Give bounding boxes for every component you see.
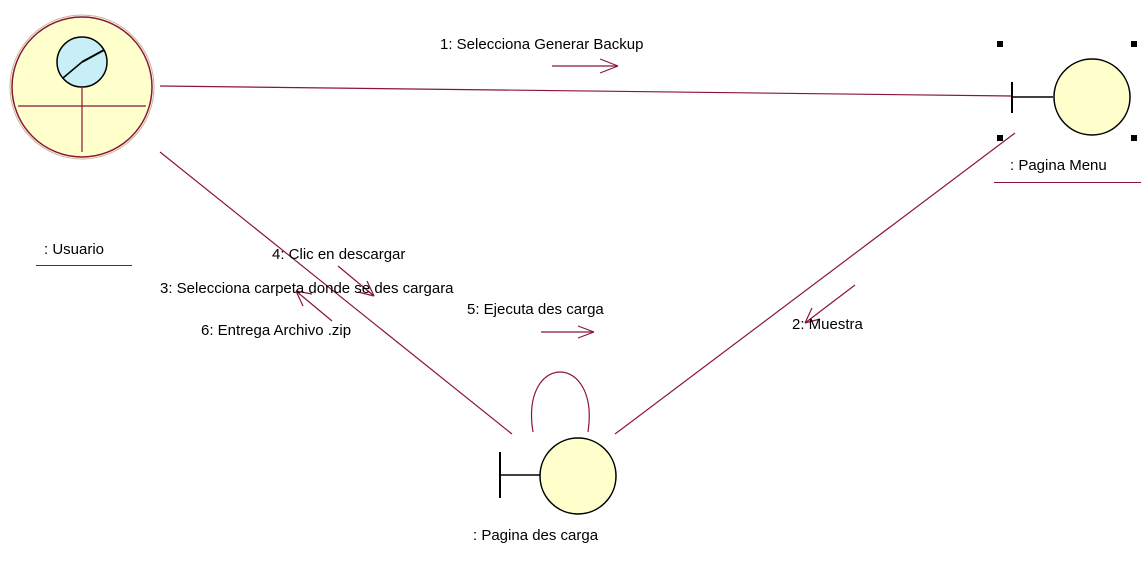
arrow-message-2: [804, 284, 856, 324]
arrow-message-4: [337, 265, 375, 297]
message-4-label: 4: Clic en descargar: [272, 246, 406, 263]
arrow-message-1: [552, 58, 619, 74]
object-pagina-menu-underline: [994, 182, 1141, 183]
message-3-label: 3: Selecciona carpeta donde se des carga…: [160, 280, 454, 297]
message-2-label: 2: Muestra: [792, 316, 863, 333]
object-pagina-descarga-label[interactable]: : Pagina des carga: [473, 527, 599, 544]
link-usuario-descarga[interactable]: [159, 151, 513, 435]
boundary-icon[interactable]: [1011, 58, 1131, 136]
boundary-icon[interactable]: [499, 437, 617, 515]
link-usuario-menu[interactable]: [159, 85, 1013, 97]
message-5-label: 5: Ejecuta des carga: [467, 301, 604, 318]
link-menu-descarga[interactable]: [614, 132, 1016, 435]
message-1-label: 1: Selecciona Generar Backup: [440, 36, 644, 53]
arrow-message-5: [541, 325, 595, 339]
actor-icon[interactable]: [9, 14, 155, 160]
selection-handles[interactable]: [997, 41, 1137, 141]
object-usuario-underline: [36, 265, 132, 266]
link-self-descarga[interactable]: [531, 371, 590, 433]
arrow-message-6: [295, 290, 333, 322]
message-6-label: 6: Entrega Archivo .zip: [201, 322, 352, 339]
object-pagina-menu-label[interactable]: : Pagina Menu: [1010, 157, 1107, 174]
object-usuario-label[interactable]: : Usuario: [44, 241, 105, 258]
